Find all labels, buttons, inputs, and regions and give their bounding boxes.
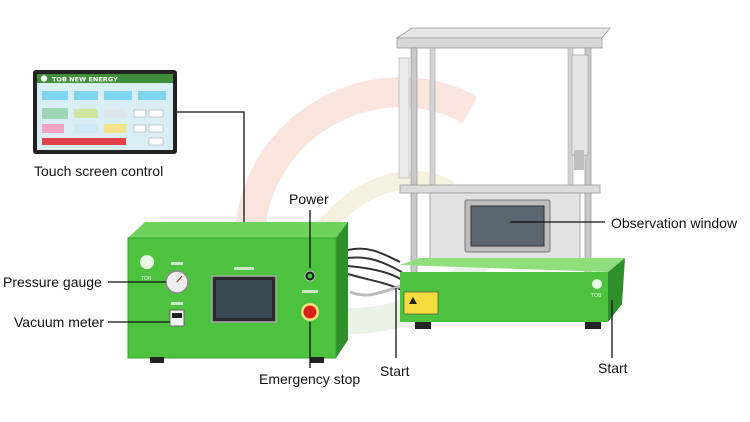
screen-btn-1[interactable] xyxy=(42,91,68,100)
warning-label-icon xyxy=(403,291,439,315)
screen-brand-icon xyxy=(40,75,48,82)
screen-btn-10[interactable] xyxy=(104,124,126,133)
screen-alarm-bar xyxy=(42,138,126,145)
screen-btn-4[interactable] xyxy=(138,91,166,100)
cables xyxy=(347,247,403,291)
control-box: TOB xyxy=(127,222,348,363)
screen-btn-8[interactable] xyxy=(42,124,64,133)
svg-text:TOB: TOB xyxy=(140,276,152,282)
press-machine: TOB xyxy=(395,27,625,329)
label-start-left: Start xyxy=(380,363,410,379)
screen-btn-7[interactable] xyxy=(104,109,126,118)
label-pressure-gauge: Pressure gauge xyxy=(3,274,102,290)
press-logo-icon xyxy=(592,279,602,289)
svg-text:TOB: TOB xyxy=(590,293,602,299)
screen-btn-5[interactable] xyxy=(42,108,68,119)
label-observation-window: Observation window xyxy=(611,215,738,231)
touch-screen-zoom: TOB NEW ENERGY xyxy=(33,70,177,154)
screen-brand-text: TOB NEW ENERGY xyxy=(52,76,118,84)
label-power: Power xyxy=(289,191,329,207)
label-vacuum-meter: Vacuum meter xyxy=(14,314,104,330)
control-box-logo-icon xyxy=(140,255,154,269)
label-emergency-stop: Emergency stop xyxy=(259,371,361,387)
emergency-stop-icon[interactable] xyxy=(303,305,317,319)
screen-btn-9[interactable] xyxy=(74,124,98,133)
label-start-right: Start xyxy=(598,360,628,376)
label-touch-screen: Touch screen control xyxy=(34,163,164,179)
observation-window-glass xyxy=(470,205,545,247)
screen-btn-2[interactable] xyxy=(74,91,98,100)
screen-btn-6[interactable] xyxy=(74,109,98,118)
screen-btn-3[interactable] xyxy=(104,91,132,100)
